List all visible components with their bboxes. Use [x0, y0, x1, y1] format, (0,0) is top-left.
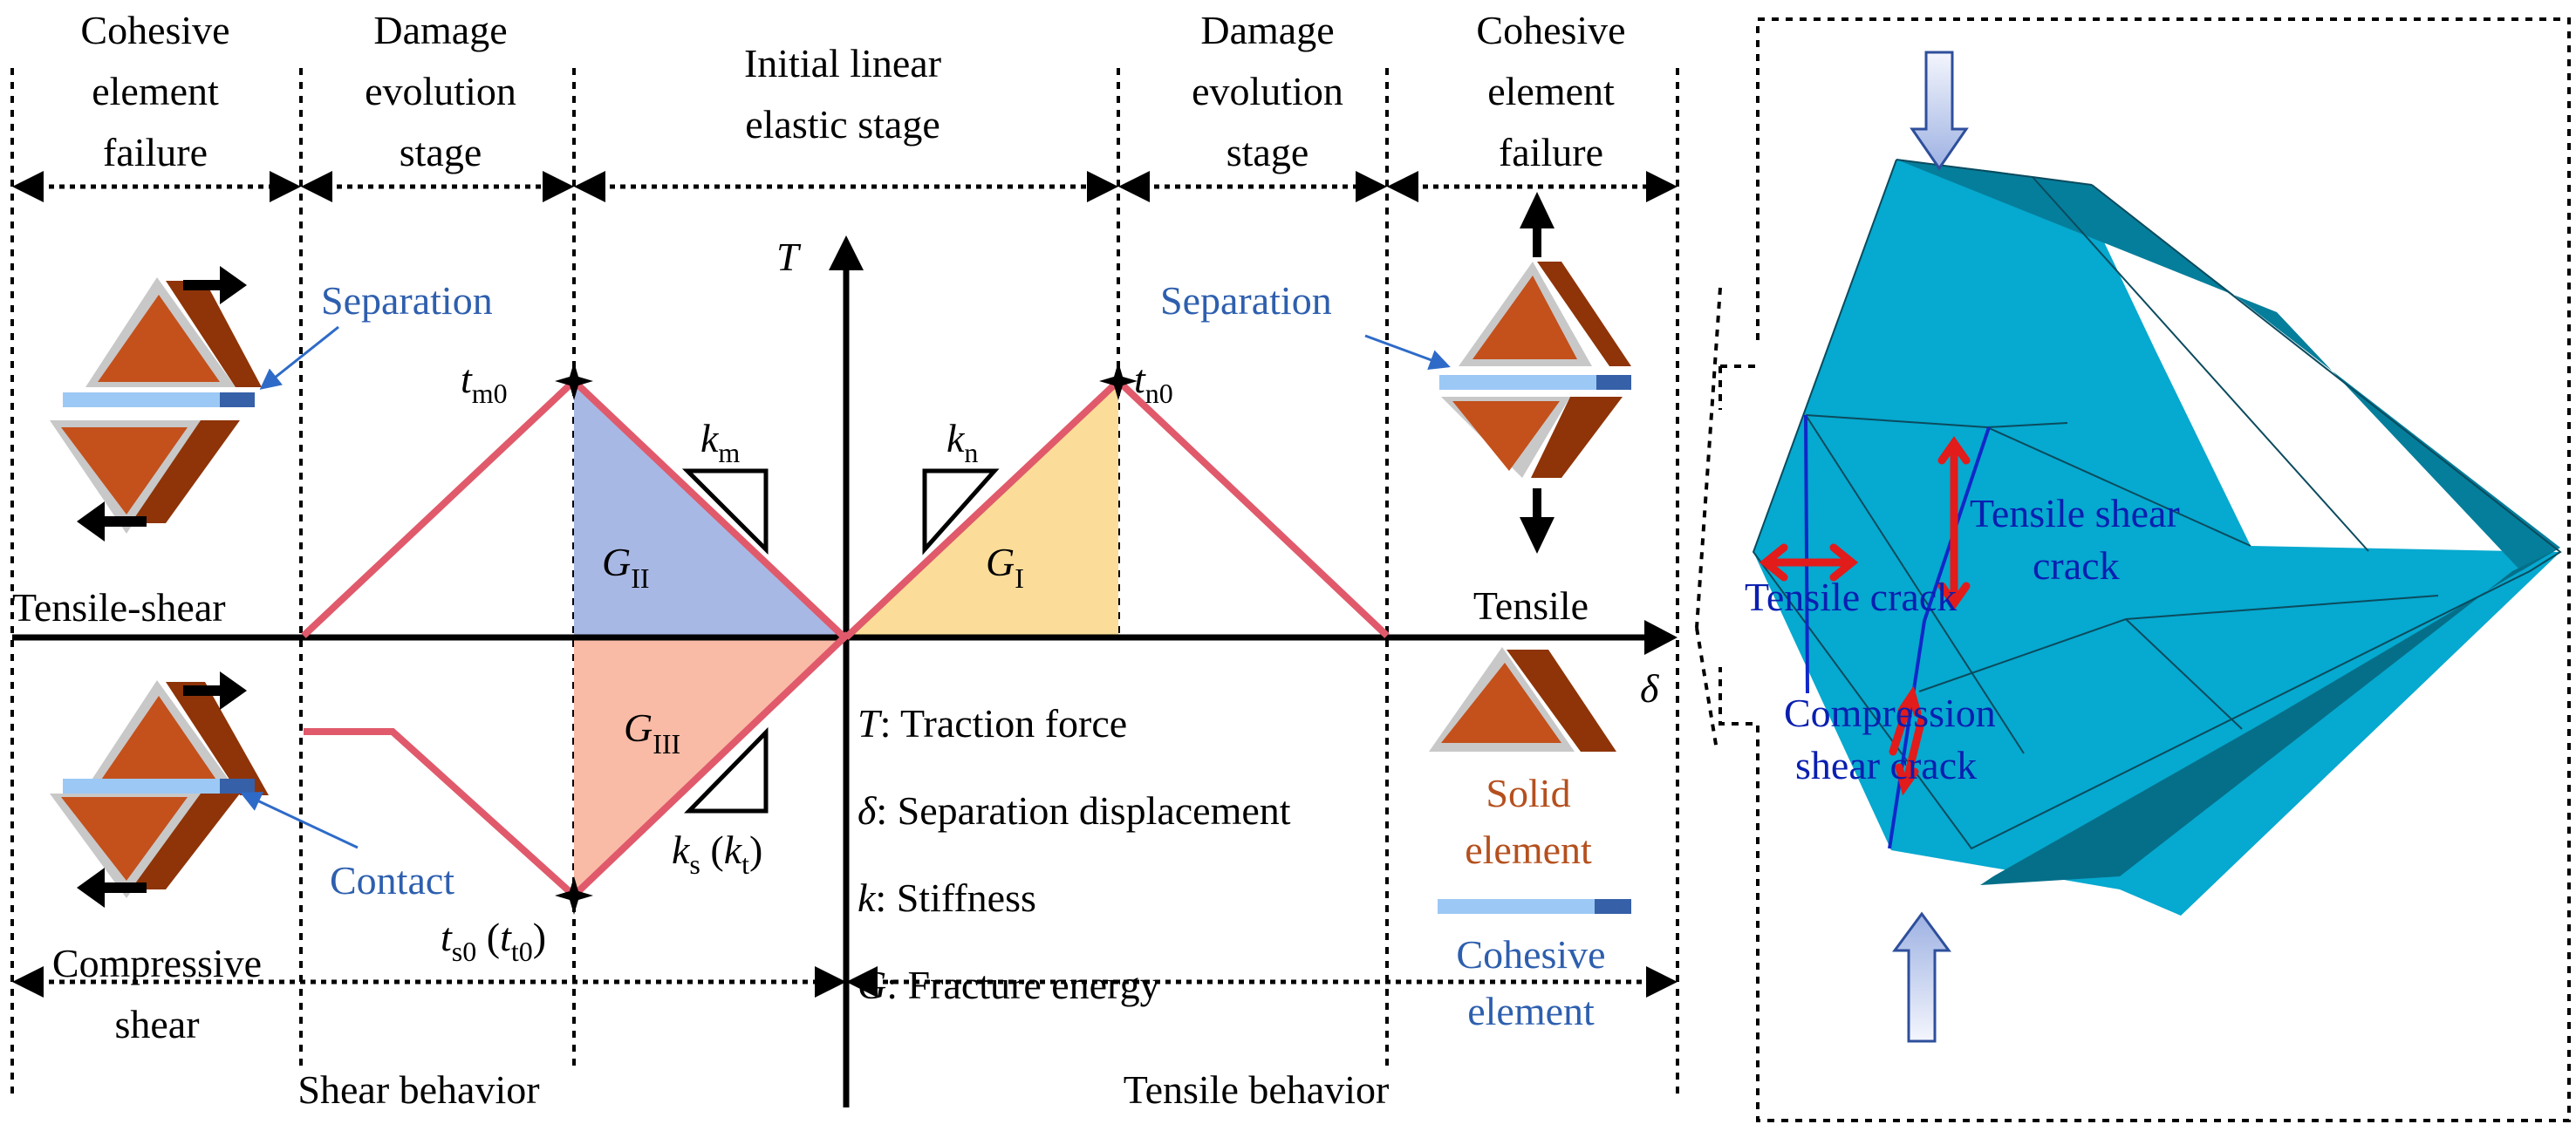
compressive-shear-label: Compressive [52, 941, 262, 985]
stage-line: failure [1499, 130, 1603, 174]
stiffness-triangle-km [681, 468, 769, 555]
star-marker-icon [1099, 362, 1138, 400]
behavior-dimension-arrows: Shear behavior Tensile behavior [12, 966, 1677, 1112]
ks-label: ks (kt) [672, 828, 762, 880]
load-arrow-down-icon [1910, 51, 1969, 171]
compressive-shear-element-icon [50, 671, 269, 908]
symbol-definitions: T: Traction force δ: Separation displace… [858, 701, 1291, 1007]
definition-item: T: Traction force [858, 701, 1127, 746]
GII-label: GII [602, 540, 650, 594]
definition-item: G: Fracture energy [858, 963, 1160, 1007]
x-axis-arrowhead-icon [1644, 620, 1677, 655]
ts0-label: ts0 (tt0) [441, 915, 546, 967]
compression-shear-crack-label: Compression [1784, 691, 1996, 735]
load-arrow-up-icon [1892, 911, 1951, 1043]
tensile-crack-label: Tensile crack [1745, 575, 1957, 619]
contact-pointer [240, 792, 359, 849]
stage-line: element [1487, 69, 1615, 113]
stage-header-damage-right: Damage evolution stage [1192, 8, 1343, 174]
stage-line: stage [400, 130, 482, 174]
specimen-front-face [1753, 160, 2560, 916]
stiffness-triangle-ks [684, 726, 769, 814]
stage-line: elastic stage [745, 102, 940, 146]
solid-element-label: element [1465, 828, 1592, 872]
tensile-shear-crack-label: crack [2033, 543, 2120, 588]
stage-dimension-arrows [12, 171, 1677, 202]
cohesive-element-label: element [1467, 989, 1595, 1033]
stage-line: Cohesive [80, 8, 229, 52]
separation-label-right: Separation [1160, 278, 1332, 323]
solid-element-label: Solid [1486, 771, 1570, 815]
tensile-behavior-label: Tensile behavior [1124, 1067, 1390, 1112]
specimen-frame [1718, 17, 2571, 1122]
arrowhead-left-icon [12, 171, 44, 202]
kn-label: kn [946, 416, 978, 468]
tn0-label: tn0 [1134, 357, 1173, 409]
stage-header-cohesive-failure-right: Cohesive element failure [1476, 8, 1625, 174]
stage-line: Cohesive [1476, 8, 1625, 52]
tensile-shear-label: Tensile-shear [12, 585, 226, 630]
stage-header-linear-elastic: Initial linear elastic stage [744, 41, 941, 146]
tensile-element-icon [1439, 192, 1631, 554]
separation-pointer-left [259, 325, 339, 390]
compression-shear-arrow-icon [1902, 715, 1926, 787]
separation-label-left: Separation [321, 278, 493, 323]
GI-label: GI [986, 540, 1024, 594]
star-marker-icon [555, 362, 593, 400]
stiffness-triangle-kn [922, 468, 1000, 555]
solid-element-legend-icon [1429, 647, 1616, 752]
stage-line: evolution [1192, 69, 1343, 113]
tensile-shear-element-icon [50, 266, 262, 542]
stage-dividers [10, 68, 1679, 1099]
definition-item: δ: Separation displacement [858, 788, 1291, 833]
compressive-shear-label: shear [114, 1002, 199, 1046]
stage-line: Initial linear [744, 41, 941, 85]
callout-leader [1695, 287, 1722, 629]
peak-markers [555, 362, 1138, 915]
stage-line: failure [103, 130, 208, 174]
stage-header-damage-left: Damage evolution stage [365, 8, 516, 174]
tensile-shear-crack-label: Tensile shear [1970, 491, 2180, 535]
km-label: km [700, 416, 740, 468]
specimen-panel: Tensile crack Tensile shear crack Compre… [1695, 17, 2571, 1122]
arrowhead-right-icon [270, 171, 301, 202]
stage-line: evolution [365, 69, 516, 113]
cohesive-element-legend-icon [1438, 899, 1631, 914]
stage-line: Damage [373, 8, 507, 52]
stage-header-cohesive-failure-left: Cohesive element failure [80, 8, 229, 174]
separation-pointer-right [1364, 334, 1451, 371]
compressive-shear-curve [304, 631, 851, 901]
GIII-label: GIII [624, 705, 680, 760]
tensile-crack-line [1804, 414, 1809, 694]
x-axis-label: δ [1640, 666, 1659, 711]
contact-label: Contact [330, 858, 454, 903]
tm0-label: tm0 [461, 357, 508, 409]
stage-line: Damage [1200, 8, 1334, 52]
stage-line: stage [1227, 130, 1309, 174]
specimen-side-face [1896, 160, 2560, 571]
definition-item: k: Stiffness [858, 876, 1036, 920]
y-axis-label: T [776, 235, 802, 279]
cohesive-element-label: Cohesive [1456, 932, 1605, 977]
y-axis-arrowhead-icon [829, 235, 864, 270]
tensile-label: Tensile [1473, 583, 1589, 628]
shear-behavior-label: Shear behavior [297, 1067, 539, 1112]
stage-line: element [92, 69, 219, 113]
star-marker-icon [555, 876, 593, 915]
compression-shear-crack-label: shear crack [1795, 743, 1977, 787]
